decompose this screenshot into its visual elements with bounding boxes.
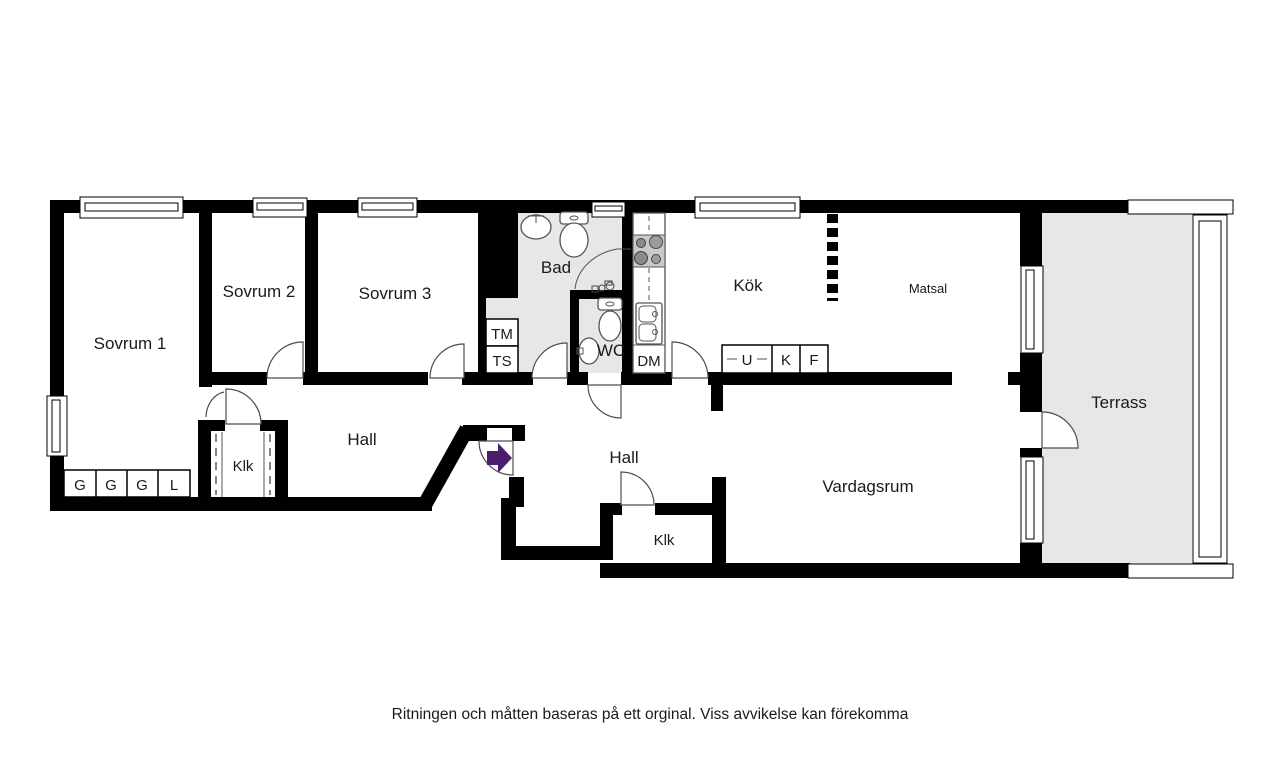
entry-diagonal-wall (417, 425, 474, 510)
window-sovrum2 (252, 197, 308, 218)
fixture-labels: TM TS DM U K F G G G L (74, 326, 818, 494)
door-wc (587, 384, 622, 419)
room-labels: Sovrum 1 Sovrum 2 Sovrum 3 Bad WC Kök Ma… (94, 258, 1147, 549)
door-bad (531, 342, 568, 379)
kitchen-counter (632, 212, 666, 374)
label-k: K (781, 352, 791, 369)
entry-doorway-gap (487, 428, 512, 441)
bad-toilet-bowl (559, 222, 589, 258)
label-vardagsrum: Vardagsrum (822, 477, 913, 496)
disclaimer-text: Ritningen och måtten baseras på ett orgi… (392, 706, 909, 723)
wc-sink-tap (576, 347, 584, 355)
label-l: L (170, 477, 178, 494)
label-g2: G (105, 477, 117, 494)
door-klk-right (620, 471, 655, 506)
window-bad (591, 201, 626, 218)
door-sovrum1-leaf2 (205, 391, 225, 418)
terrace-railing (1127, 199, 1234, 579)
door-sovrum3 (429, 343, 465, 379)
wc-toilet-tank (597, 297, 623, 311)
label-sovrum3: Sovrum 3 (359, 284, 432, 303)
label-ts: TS (492, 353, 511, 370)
label-terrass: Terrass (1091, 393, 1147, 412)
wc-sink (578, 337, 600, 365)
bathroom-floor (486, 213, 628, 373)
label-g1: G (74, 477, 86, 494)
door-sovrum1 (225, 388, 262, 425)
doors (205, 341, 1079, 506)
label-kok: Kök (733, 276, 763, 295)
floor-fills (486, 213, 1192, 564)
entry-arrow (487, 443, 512, 473)
label-wc: WC (597, 341, 625, 360)
wardrobe-row-gggl (63, 469, 191, 498)
windows (46, 196, 1044, 544)
window-terrace-upper (1020, 265, 1044, 354)
label-sovrum1: Sovrum 1 (94, 334, 167, 353)
label-matsal: Matsal (909, 281, 947, 296)
window-sovrum1-left (46, 395, 68, 457)
terrace-floor (1042, 213, 1192, 564)
door-kok (671, 341, 709, 379)
bathroom-fixtures (520, 211, 631, 365)
label-dm: DM (637, 353, 660, 370)
window-sovrum3 (357, 197, 418, 218)
klk-left-wardrobes (215, 432, 271, 497)
shower-mixer (591, 280, 615, 293)
appliance-row-ukf (721, 344, 829, 374)
window-terrace-lower (1020, 456, 1044, 544)
bad-toilet-tank (559, 211, 589, 225)
walls (50, 200, 1130, 578)
stove-burners (634, 235, 663, 265)
dryer-box (485, 345, 519, 374)
window-kok (694, 196, 801, 219)
door-sovrum2 (266, 341, 304, 379)
shower-screen (574, 248, 631, 290)
label-tm: TM (491, 326, 513, 343)
label-hall-right: Hall (609, 448, 638, 467)
label-hall-left: Hall (347, 430, 376, 449)
kitchen-sink (635, 302, 663, 345)
label-u: U (742, 352, 753, 369)
label-klk-right: Klk (654, 532, 675, 549)
label-g3: G (136, 477, 148, 494)
wc-toilet-bowl (598, 310, 622, 342)
window-sovrum1 (79, 196, 184, 219)
label-klk-left: Klk (233, 458, 254, 475)
label-bad: Bad (541, 258, 571, 277)
label-sovrum2: Sovrum 2 (223, 282, 296, 301)
door-terrace (1041, 411, 1079, 449)
label-f: F (809, 352, 818, 369)
